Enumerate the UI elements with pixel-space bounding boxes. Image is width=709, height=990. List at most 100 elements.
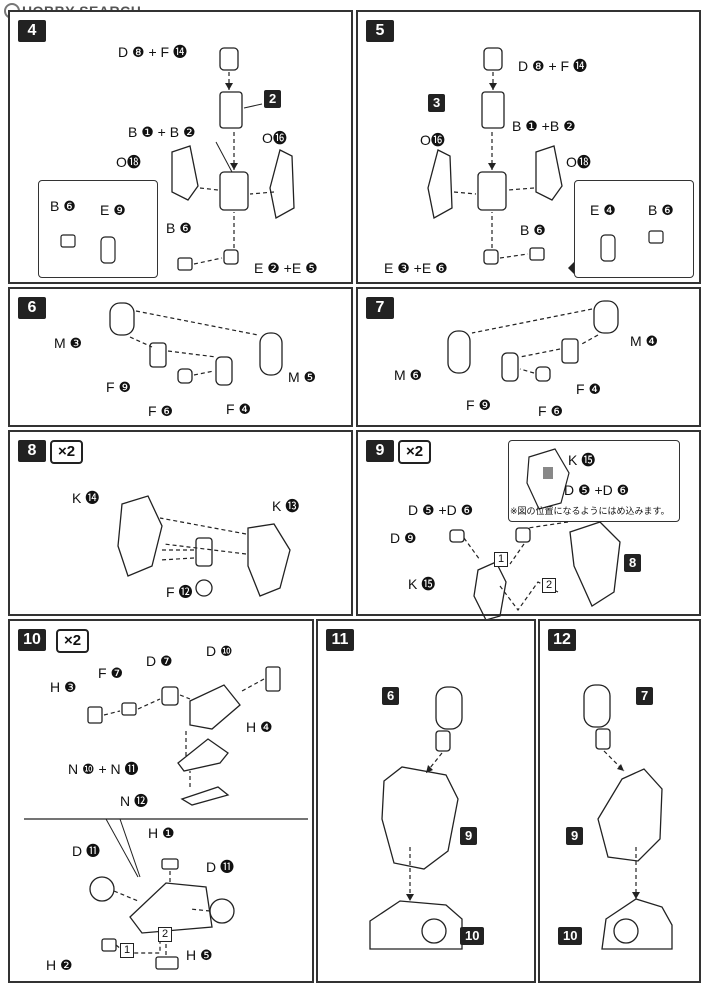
step-12-panel: 12 7 9 10 (538, 619, 701, 983)
part-label: D ⓫ (206, 859, 234, 875)
step-4-panel: 4 D ❽ + F ⓮ B ❶ + B ❷ O⓰ O⓲ (8, 10, 353, 284)
part-label: B ❻ (166, 220, 192, 236)
inset-box (574, 180, 694, 278)
part-label: D ❾ (390, 530, 417, 546)
part-label: B ❻ (520, 222, 546, 238)
small-part (177, 257, 193, 271)
part-label: E ❷ +E ❺ (254, 260, 318, 276)
armor-part (473, 561, 507, 621)
order-box-2: 2 (158, 927, 173, 942)
shoulder-armor-part (117, 495, 163, 577)
inset-box (508, 440, 680, 522)
part-label: E ❹ (590, 202, 616, 218)
arm-assembly (381, 766, 459, 870)
subassembly-tag: 8 (624, 554, 642, 572)
subassembly-tag: 10 (460, 927, 485, 945)
quantity-badge: ×2 (398, 440, 432, 464)
part-label: N ❿ + N ⓫ (68, 761, 139, 777)
part-label: F ❾ (466, 397, 491, 413)
order-box-2: 2 (542, 578, 557, 593)
step-7-diagram (447, 300, 619, 382)
subassembly-tag: 9 (566, 827, 584, 845)
step-number: 10 (18, 629, 46, 651)
subassembly-tag: 10 (558, 927, 583, 945)
shoulder-assembly (569, 521, 621, 607)
part-label: N ⓬ (120, 793, 148, 809)
step-8-panel: 8 ×2 K ⓮ K ⓭ F ⓬ (8, 430, 353, 616)
step-11-panel: 11 6 9 10 (316, 619, 536, 983)
foot-frame-part (177, 738, 229, 772)
part-label: O⓲ (116, 154, 141, 170)
part-label: F ❹ (226, 401, 251, 417)
step-10-panel: 10 ×2 (8, 619, 314, 983)
step-8-diagram (117, 495, 291, 597)
step-number: 12 (548, 629, 576, 651)
subassembly-tag: 6 (382, 687, 400, 705)
shoulder-cover-part (247, 523, 291, 597)
foot-assembly (369, 900, 463, 950)
inset-box (38, 180, 158, 278)
part-label: O⓰ (420, 132, 445, 148)
small-part (223, 249, 239, 265)
part-label: F ❹ (576, 381, 601, 397)
arm-assembly (597, 768, 663, 862)
part-label: H ❸ (50, 679, 77, 695)
part-label: D ❼ (146, 653, 173, 669)
part-label: F ❼ (98, 665, 123, 681)
part-label: B ❶ + B ❷ (128, 124, 196, 140)
step-7-panel: 7 M ❹ M ❻ F ❹ F ❾ F ❻ (356, 287, 701, 427)
foot-part (189, 684, 241, 730)
part-label: D ❺ +D ❻ (564, 482, 630, 498)
step-number: 9 (366, 440, 394, 462)
part-label: H ❺ (186, 947, 213, 963)
step-6-diagram (109, 302, 283, 386)
part-label: B ❶ +B ❷ (512, 118, 576, 134)
part-label: B ❻ (50, 198, 76, 214)
part-label: H ❷ (46, 957, 73, 973)
part-label: D ❽ + F ⓮ (518, 58, 587, 74)
part-label: F ❻ (538, 403, 563, 419)
step-number: 4 (18, 20, 46, 42)
step-10-diagram (24, 666, 308, 970)
part-label: D ⓫ (72, 843, 100, 859)
part-label: F ❾ (106, 379, 131, 395)
side-armor-left (171, 145, 199, 201)
foot-assembly (129, 882, 213, 934)
step-9-panel: 9 ×2 K ⓯ D ❺ +D ❻ ※図の位置になるようにはめ込みます。 D ❺… (356, 430, 701, 621)
part-label: H ❶ (148, 825, 175, 841)
step-number: 11 (326, 629, 354, 651)
part-label: M ❺ (288, 369, 317, 385)
step-number: 6 (18, 297, 46, 319)
order-box-1: 1 (120, 943, 135, 958)
quantity-badge: ×2 (56, 629, 90, 653)
subassembly-tag: 2 (264, 90, 282, 108)
part-label: K ⓯ (408, 576, 436, 592)
part-label: M ❹ (630, 333, 659, 349)
part-label: D ❺ +D ❻ (408, 502, 474, 518)
part-label: O⓰ (262, 130, 287, 146)
quantity-badge: ×2 (50, 440, 84, 464)
subassembly-tag: 9 (460, 827, 478, 845)
step-number: 8 (18, 440, 46, 462)
part-label: O⓲ (566, 154, 591, 170)
part-label: K ⓮ (72, 490, 100, 506)
torso-part (219, 171, 249, 211)
part-label: F ❻ (148, 403, 173, 419)
part-label: B ❻ (648, 202, 674, 218)
part-label: D ❽ + F ⓮ (118, 44, 187, 60)
subassembly-tag: 7 (636, 687, 654, 705)
part-label: F ⓬ (166, 584, 193, 600)
step-11-diagram (369, 686, 463, 950)
side-armor-right (269, 149, 295, 220)
hip-part (219, 91, 243, 129)
order-box-1: 1 (494, 552, 509, 567)
subassembly-tag: 3 (428, 94, 446, 112)
part-label: M ❻ (394, 367, 423, 383)
step-5-panel: 5 D ❽ + F ⓮ B ❶ +B ❷ O⓰ O⓲ E ❹ B ❻ B (356, 10, 701, 284)
step-12-diagram (583, 684, 673, 950)
part-label: E ❸ +E ❻ (384, 260, 448, 276)
part-label: K ⓯ (568, 452, 596, 468)
part-label: M ❸ (54, 335, 83, 351)
assembly-note: ※図の位置になるようにはめ込みます。 (510, 506, 670, 516)
step-number: 5 (366, 20, 394, 42)
